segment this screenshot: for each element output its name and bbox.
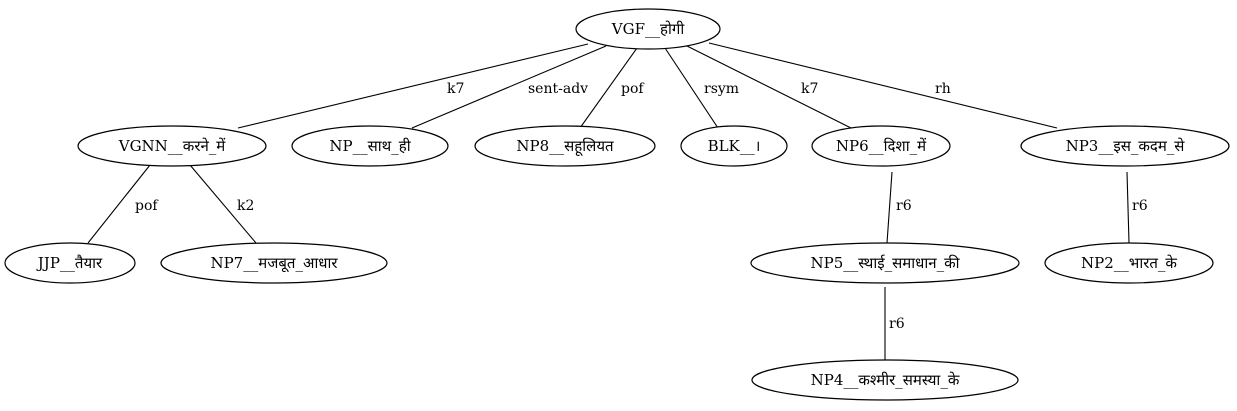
node-jjp: JJP__तैयार <box>4 242 136 284</box>
edge-vgnn-jjp <box>87 164 151 244</box>
edge-label-np3-np2: r6 <box>1132 198 1148 214</box>
node-np8: NP8__सहूलियत <box>474 125 656 167</box>
edge-vgf-np <box>411 45 607 129</box>
svg-text:NP4__कश्मीर_समस्या_के: NP4__कश्मीर_समस्या_के <box>811 371 960 389</box>
edge-label-vgf-np: sent-adv <box>528 81 588 97</box>
edge-label-vgf-vgnn: k7 <box>447 81 464 97</box>
node-np: NP__साथ_ही <box>291 125 449 167</box>
node-np7: NP7__मजबूत_आधार <box>160 242 388 284</box>
edge-vgf-np8 <box>579 47 638 129</box>
edge-label-vgf-np6: k7 <box>801 81 818 97</box>
node-blk: BLK__। <box>680 125 788 167</box>
svg-text:JJP__तैयार: JJP__तैयार <box>36 254 103 272</box>
svg-text:NP__साथ_ही: NP__साथ_ही <box>329 137 411 155</box>
edge-np3-np2 <box>1126 171 1130 244</box>
edge-np6-np5 <box>886 171 893 244</box>
svg-text:NP5__स्थाई_समाधान_की: NP5__स्थाई_समाधान_की <box>811 254 961 272</box>
svg-text:NP2__भारत_के: NP2__भारत_के <box>1081 254 1177 272</box>
svg-text:NP3__इस_कदम_से: NP3__इस_कदम_से <box>1066 137 1186 155</box>
node-np5: NP5__स्थाई_समाधान_की <box>750 242 1020 284</box>
svg-text:NP6__दिशा_में: NP6__दिशा_में <box>836 137 927 155</box>
edge-label-np6-np5: r6 <box>896 198 912 214</box>
svg-text:NP8__सहूलियत: NP8__सहूलियत <box>516 137 614 157</box>
edge-label-vgnn-np7: k2 <box>237 198 254 214</box>
edge-vgf-np6 <box>686 45 852 129</box>
svg-text:NP7__मजबूत_आधार: NP7__मजबूत_आधार <box>210 254 338 273</box>
node-np6: NP6__दिशा_में <box>811 125 951 167</box>
edge-vgf-np3 <box>708 42 1058 129</box>
edge-label-vgf-np3: rh <box>935 81 951 97</box>
edge-vgnn-np7 <box>189 164 257 244</box>
node-vgnn: VGNN__करने_में <box>77 125 267 167</box>
node-np4: NP4__कश्मीर_समस्या_के <box>751 359 1019 401</box>
svg-text:BLK__।: BLK__। <box>708 137 761 155</box>
edges <box>87 42 1130 360</box>
svg-text:VGF__होगी: VGF__होगी <box>611 20 686 38</box>
node-vgf: VGF__होगी <box>575 8 721 50</box>
node-np3: NP3__इस_कदम_से <box>1020 125 1230 167</box>
edge-label-np5-np4: r6 <box>889 316 905 332</box>
edge-label-vgf-blk: rsym <box>704 81 739 97</box>
edge-vgf-blk <box>664 47 719 129</box>
edge-label-vgf-np8: pof <box>621 81 645 97</box>
edge-vgf-vgnn <box>237 43 589 129</box>
svg-text:VGNN__करने_में: VGNN__करने_में <box>118 137 227 155</box>
edge-label-vgnn-jjp: pof <box>135 198 159 214</box>
node-np2: NP2__भारत_के <box>1044 242 1214 284</box>
edge-labels: k7 sent-adv pof rsym k7 rh pof k2 r6 r6 … <box>135 81 1148 332</box>
